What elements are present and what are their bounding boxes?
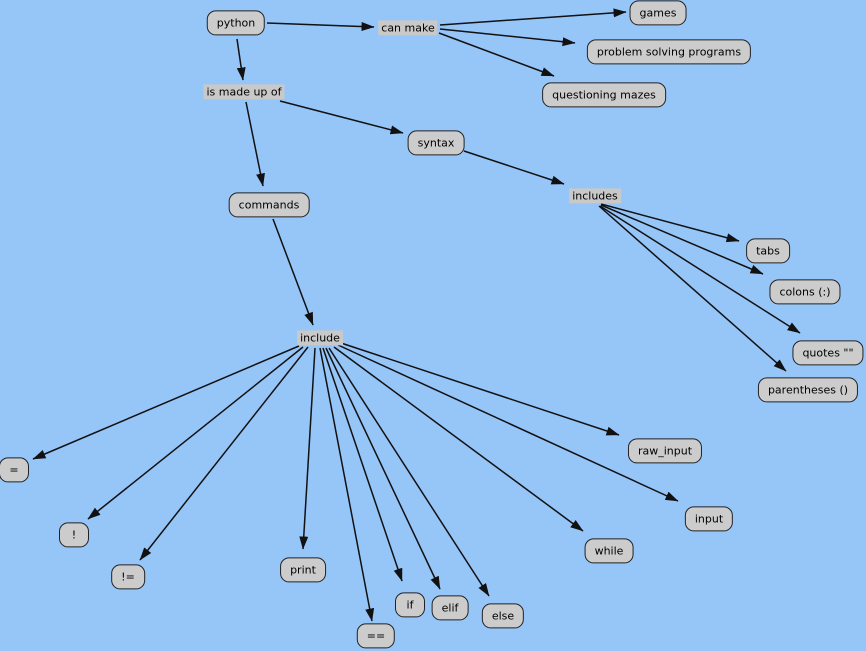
- concept-node-syntax[interactable]: syntax: [407, 130, 465, 156]
- edge-include-to-if: [322, 347, 403, 582]
- concept-node-elif[interactable]: elif: [431, 595, 469, 621]
- concept-node-colons[interactable]: colons (:): [769, 279, 841, 305]
- concept-node-else[interactable]: else: [481, 603, 525, 629]
- edge-can-make-to-games: [439, 8, 627, 26]
- concept-node-print[interactable]: print: [280, 557, 326, 583]
- edge-include-to-not-equals: [139, 346, 309, 561]
- edge-is-made-up-of-to-syntax: [279, 100, 404, 135]
- link-label-include[interactable]: include: [297, 330, 343, 346]
- edge-can-make-to-questioning-mazes: [438, 32, 555, 77]
- edge-commands-to-include: [272, 218, 314, 326]
- concept-node-not-equals[interactable]: !=: [111, 564, 145, 590]
- concept-node-double-equals[interactable]: ==: [356, 623, 396, 649]
- concept-node-commands[interactable]: commands: [228, 192, 310, 218]
- edge-includes-to-colons: [600, 204, 764, 275]
- edge-include-to-else: [328, 347, 490, 597]
- concept-node-quotes[interactable]: quotes "": [792, 340, 864, 366]
- concept-node-python[interactable]: python: [206, 10, 266, 36]
- edge-includes-to-quotes: [599, 205, 801, 334]
- edge-include-to-raw-input: [340, 342, 620, 436]
- concept-node-bang[interactable]: !: [59, 522, 89, 548]
- concept-node-if[interactable]: if: [395, 592, 425, 618]
- link-label-includes[interactable]: includes: [569, 188, 621, 204]
- concept-node-tabs[interactable]: tabs: [746, 238, 790, 264]
- edge-includes-to-parentheses: [598, 205, 787, 372]
- edge-include-to-print: [299, 347, 316, 550]
- concept-node-input[interactable]: input: [684, 506, 734, 532]
- edge-include-to-while: [333, 346, 584, 532]
- link-label-can-make[interactable]: can make: [378, 20, 438, 36]
- edge-include-to-double-equals: [319, 347, 375, 622]
- concept-node-parentheses[interactable]: parentheses (): [757, 377, 859, 403]
- edge-include-to-equals: [32, 345, 300, 460]
- concept-node-equals[interactable]: =: [0, 457, 29, 483]
- edge-python-to-can-make: [266, 22, 375, 32]
- concept-node-problem-solving-programs[interactable]: problem solving programs: [586, 39, 752, 65]
- concept-node-questioning-mazes[interactable]: questioning mazes: [542, 82, 666, 108]
- edge-can-make-to-problem-solving-programs: [439, 28, 576, 47]
- edge-include-to-elif: [325, 347, 441, 590]
- concept-node-games[interactable]: games: [629, 0, 687, 26]
- edge-syntax-to-includes: [463, 150, 565, 185]
- concept-node-while[interactable]: while: [584, 538, 634, 564]
- link-label-is-made-up-of[interactable]: is made up of: [203, 84, 285, 100]
- concept-node-raw-input[interactable]: raw_input: [627, 438, 703, 464]
- edge-include-to-bang: [87, 346, 304, 520]
- edge-python-to-is-made-up-of: [236, 38, 246, 81]
- edge-includes-to-tabs: [600, 203, 740, 243]
- edge-is-made-up-of-to-commands: [245, 101, 265, 187]
- edge-include-to-input: [337, 344, 679, 502]
